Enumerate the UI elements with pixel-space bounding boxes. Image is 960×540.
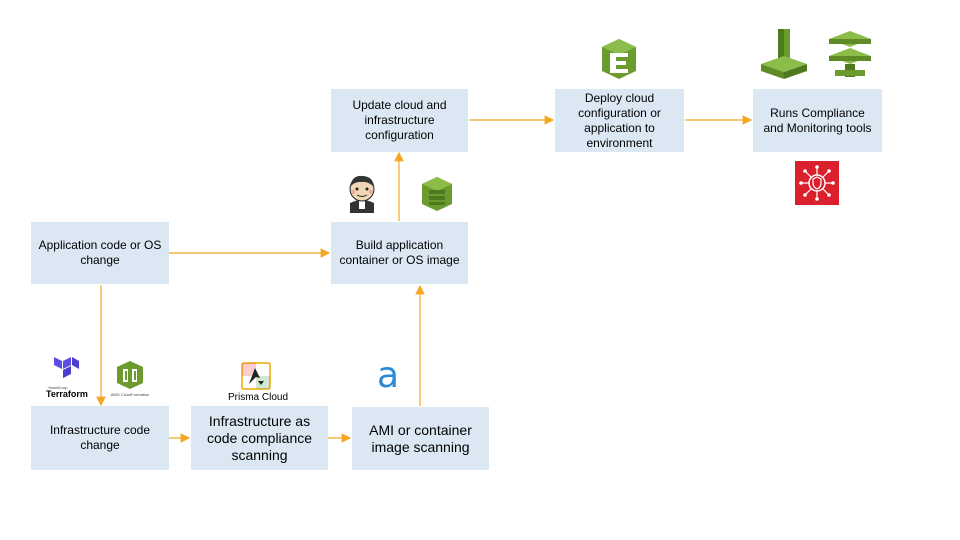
terraform-icon (54, 357, 79, 378)
deploy-service-icon (602, 39, 636, 79)
iac-scan-box: Infrastructure as code compliance scanni… (191, 406, 328, 470)
compliance-box: Runs Compliance and Monitoring tools (753, 89, 882, 152)
cloudformation-label: AWS CloudFormation (110, 392, 150, 397)
prisma-cloud-label: Prisma Cloud (228, 392, 289, 403)
terraform-label: Terraform (46, 389, 88, 399)
codebuild-icon (422, 177, 452, 211)
jenkins-icon (349, 175, 375, 213)
prisma-cloud-icon (241, 362, 271, 390)
cloudformation-icon (117, 361, 143, 389)
config-rules-icon (829, 31, 871, 77)
deploy-box: Deploy cloud configuration or applicatio… (555, 89, 684, 152)
terraform-tiny-text: HashiCorp (48, 385, 68, 390)
infra-change-box: Infrastructure code change (31, 406, 169, 470)
ami-scan-box: AMI or container image scanning (352, 407, 489, 470)
aqua-icon: a (377, 355, 400, 396)
security-hub-icon (795, 161, 839, 205)
update-box: Update cloud and infrastructure configur… (331, 89, 468, 152)
monitoring-icon (761, 29, 807, 79)
app-change-box: Application code or OS change (31, 222, 169, 284)
build-box: Build application container or OS image (331, 222, 468, 284)
